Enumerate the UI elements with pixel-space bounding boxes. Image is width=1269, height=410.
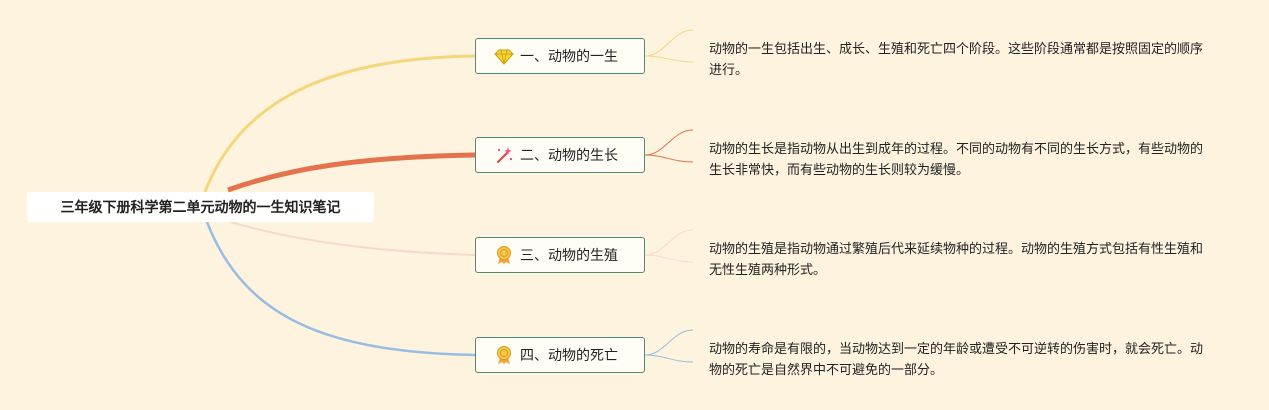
- link-branch-1: [203, 54, 476, 193]
- branch-topic-4[interactable]: 四、动物的死亡: [475, 337, 645, 373]
- note-4[interactable]: 动物的寿命是有限的，当动物达到一定的年龄或遭受不可逆转的伤害时，就会死亡。动物的…: [709, 342, 1204, 378]
- root-title: 三年级下册科学第二单元动物的一生知识笔记: [60, 200, 341, 216]
- note-2[interactable]: 动物的生长是指动物从出生到成年的过程。不同的动物有不同的生长方式，有些动物的生长…: [709, 142, 1204, 178]
- branch-topic-3[interactable]: 三、动物的生殖: [475, 237, 645, 273]
- link-branch-4: [205, 221, 476, 357]
- note-1[interactable]: 动物的一生包括出生、成长、生殖和死亡四个阶段。这些阶段通常都是按照固定的顺序进行…: [709, 42, 1204, 78]
- note-bracket-2: [644, 129, 694, 163]
- branch-label-2: 二、动物的生长: [520, 148, 618, 164]
- medal-icon: [494, 345, 514, 365]
- branch-label-4: 四、动物的死亡: [520, 348, 618, 364]
- medal-icon: [494, 245, 514, 265]
- magic-wand-icon: [494, 145, 514, 165]
- branch-label-3: 三、动物的生殖: [520, 248, 618, 264]
- note-bracket-3: [644, 229, 694, 263]
- root-topic[interactable]: 三年级下册科学第二单元动物的一生知识笔记: [27, 192, 374, 222]
- diamond-icon: [494, 46, 514, 66]
- note-bracket-4: [644, 329, 694, 363]
- link-branch-3: [229, 221, 476, 256]
- note-bracket-1: [644, 29, 694, 63]
- branch-label-1: 一、动物的一生: [520, 49, 618, 65]
- branch-topic-1[interactable]: 一、动物的一生: [475, 38, 645, 74]
- branch-topic-2[interactable]: 二、动物的生长: [475, 137, 645, 173]
- note-3[interactable]: 动物的生殖是指动物通过繁殖后代来延续物种的过程。动物的生殖方式包括有性生殖和无性…: [709, 242, 1204, 278]
- link-branch-2: [227, 152, 476, 193]
